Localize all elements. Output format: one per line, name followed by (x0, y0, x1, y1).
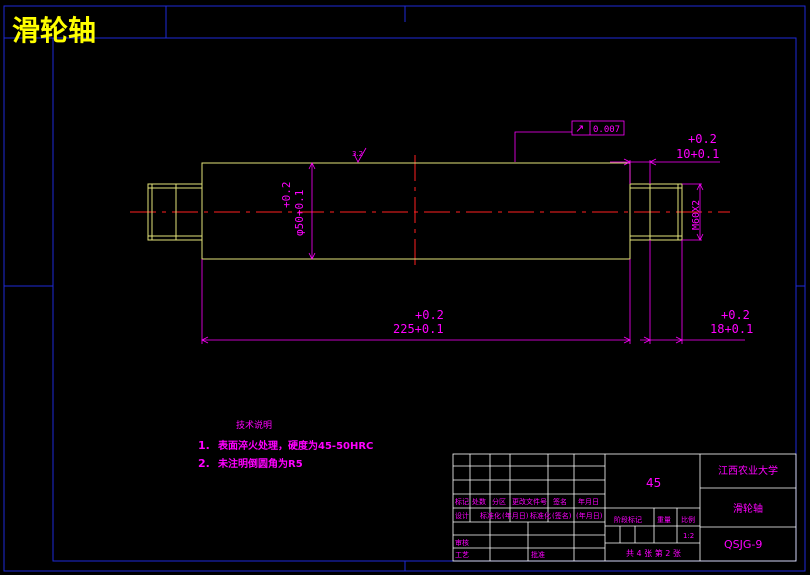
tech-notes: 技术说明 1. 表面淬火处理，硬度为45-50HRC 2. 未注明倒圆角为R5 (198, 419, 373, 470)
thread-label: M60X2 (691, 200, 702, 230)
roughness-value: 3.2 (352, 150, 363, 158)
tb-header-5: 年月日 (578, 497, 599, 506)
tb-header-3: 更改文件号 (512, 497, 547, 506)
title-block (452, 453, 797, 562)
tb-stage-1: 重量 (657, 516, 671, 524)
roughness-symbol: 3.2 (352, 147, 367, 163)
tb-review: 审核 (455, 538, 469, 547)
tb-scale: 1:2 (683, 532, 694, 540)
tb-stage-0: 阶段标记 (614, 515, 642, 524)
tb-design-1: 标准化 (480, 511, 501, 520)
runout-tolerance: 0.007 (593, 125, 620, 135)
tech-note-1-text: 表面淬火处理，硬度为45-50HRC (217, 439, 373, 452)
end-len-tol: +0.2 (721, 308, 750, 322)
tb-header-2: 分区 (492, 497, 506, 506)
end-len-value: 18+0.1 (710, 322, 753, 336)
tech-note-1-num: 1. (198, 439, 210, 452)
main-len-tol: +0.2 (415, 308, 444, 322)
tb-design-0: 设计 (455, 511, 469, 520)
dia-tol-upper: +0.2 (280, 182, 293, 209)
shaft-outline (147, 162, 683, 260)
tb-header-4: 签名 (553, 497, 567, 506)
tb-material: 45 (646, 476, 661, 490)
tb-approve: 批准 (531, 550, 545, 559)
tb-sheet-info: 共 4 张 第 2 张 (626, 548, 681, 558)
tb-part-name: 滑轮轴 (733, 502, 763, 515)
center-line (130, 155, 730, 268)
drawing-title: 滑轮轴 (12, 14, 96, 47)
tb-design-3: 标准化 (530, 511, 551, 520)
tb-school: 江西农业大学 (718, 464, 778, 477)
main-len-value: 225+0.1 (393, 322, 444, 336)
tb-design-2: (年月日) (502, 511, 529, 520)
tb-header-0: 标记 (455, 497, 469, 506)
dimension-lines (201, 131, 745, 344)
tech-notes-heading: 技术说明 (236, 419, 272, 431)
dimension-texts: +0.2 φ50+0.1 M60X2 +0.2 10+0.1 +0.2 225+… (280, 132, 753, 336)
tb-design-4: (签名) (552, 511, 572, 520)
tb-design-5: (年月日) (576, 511, 603, 520)
runout-symbol: ↗ (575, 122, 584, 135)
right-len-tol: +0.2 (688, 132, 717, 146)
tb-drawing-no: QSJG-9 (724, 538, 762, 551)
drawing-frame (3, 5, 806, 572)
tb-header-1: 处数 (472, 497, 486, 506)
right-len-value: 10+0.1 (676, 147, 719, 161)
tech-note-2-text: 未注明倒圆角为R5 (217, 457, 303, 470)
tb-stage-2: 比例 (681, 515, 695, 524)
runout-frame: ↗ 0.007 (571, 120, 625, 136)
tech-note-2-num: 2. (198, 457, 210, 470)
title-block-text: 标记 处数 分区 更改文件号 签名 年月日 设计 标准化 (年月日) 标准化 (… (455, 464, 778, 559)
dia-value: φ50+0.1 (293, 190, 306, 236)
tb-process: 工艺 (455, 551, 469, 559)
